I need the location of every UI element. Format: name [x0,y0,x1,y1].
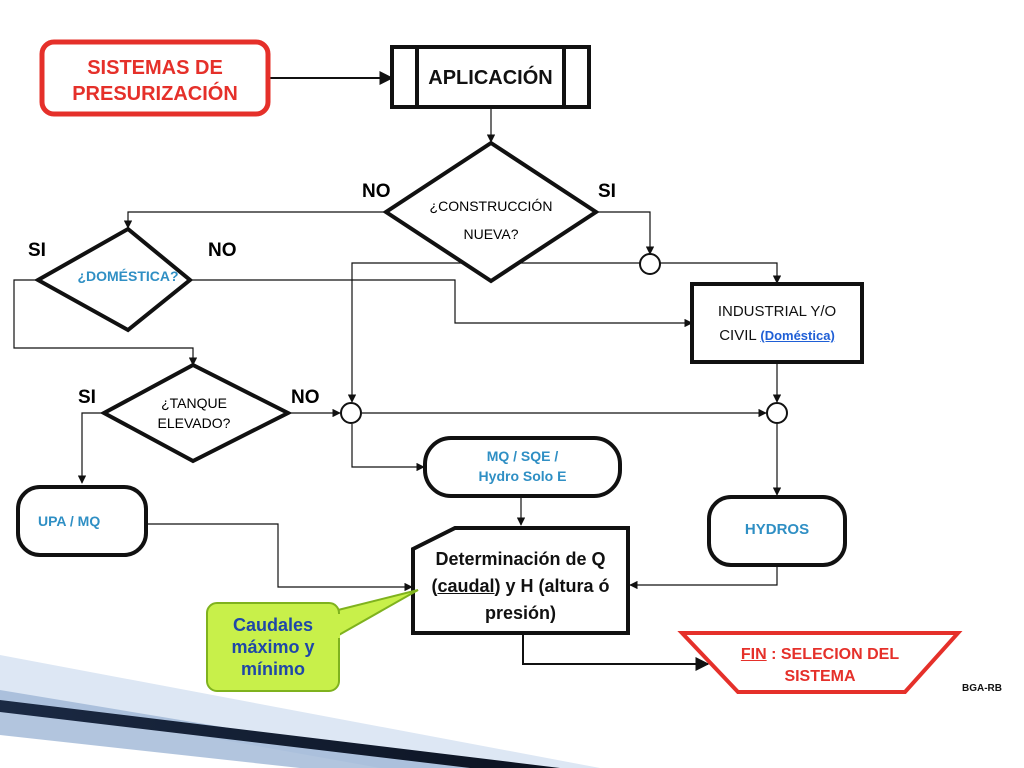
junction-circle-center [340,402,362,424]
arrow-upa-to-determinacion [146,523,413,592]
construccion-si-label: SI [598,181,616,202]
junction-circle-right [766,402,788,424]
callout-label: Caudales máximo y mínimo [231,615,315,679]
domestica-si-label: SI [28,240,46,261]
start-box [39,39,271,117]
construccion-no-label: NO [362,181,391,202]
industrial-label: INDUSTRIAL Y/O CIVIL (Doméstica) [717,303,837,344]
hydros-box [707,495,847,567]
start-label: SISTEMAS DE PRESURIZACIÓN [72,57,238,105]
industrial-box [690,282,864,364]
tanque-diamond [99,362,293,464]
tanque-no-label: NO [291,387,320,408]
aplicacion-box [390,45,591,109]
arrow-to-mq-sqe [351,424,425,472]
arrow-construccion-no [123,211,386,229]
determinacion-label: Determinación de Q (caudal) y H (altura … [431,549,610,623]
fin-label: FIN : SELECION DEL SISTEMA [740,646,900,685]
construccion-label: ¿CONSTRUCCIÓN NUEVA? [429,198,553,242]
industrial-civil-text: CIVIL [719,327,761,344]
mq-sqe-label: MQ / SQE / Hydro Solo E [478,448,567,484]
caudales-callout [206,589,419,692]
arrow-to-fin [522,633,710,671]
decorative-swoosh [0,655,600,768]
hydros-label: HYDROS [744,521,810,538]
aplicacion-label: APLICACIÓN [428,67,553,89]
arrow-to-industrial [660,262,782,284]
credit-label: BGA-RB [962,683,1002,694]
arrow-hydros-to-determinacion [629,565,778,590]
tanque-label: ¿TANQUE ELEVADO? [157,395,231,431]
arrow-domestica-si [13,279,198,366]
junction-circle-top [639,253,661,275]
connectors [13,71,782,671]
arrow-tanque-si [77,412,104,484]
upa-label: UPA / MQ [38,513,101,529]
domestica-diamond [33,226,194,333]
tanque-si-label: SI [78,387,96,408]
domestica-label: ¿DOMÉSTICA? [77,268,179,284]
mq-sqe-box [423,436,622,498]
arrow-construccion-si [596,211,655,255]
upa-box [16,485,148,557]
domestica-link[interactable]: (Doméstica) [760,328,835,343]
fin-box [677,631,963,694]
domestica-no-label: NO [208,240,237,261]
arrow-to-center-junction [347,262,640,403]
construccion-diamond [382,140,600,284]
determinacion-box [411,526,630,635]
arrow-domestica-no [190,279,693,328]
